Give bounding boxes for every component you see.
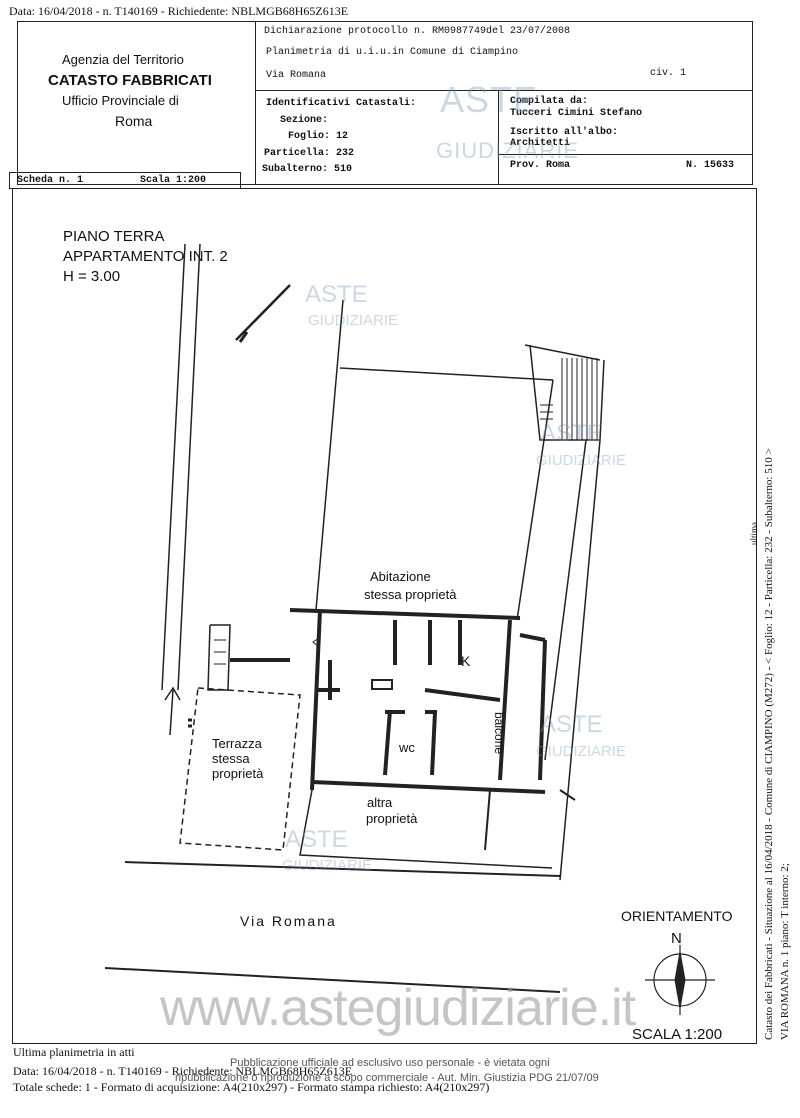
label-wc: wc bbox=[399, 740, 415, 755]
road-edge-lower bbox=[104, 967, 561, 993]
label-terrazza-proprieta: proprietà bbox=[212, 766, 264, 781]
plan-title-floor: PIANO TERRA bbox=[63, 228, 165, 245]
watermark-aste-1: ASTE bbox=[305, 281, 368, 308]
identifiers-sezione: Sezione: bbox=[280, 115, 329, 126]
left-stair bbox=[207, 624, 231, 691]
header-request-line: Data: 16/04/2018 - n. T140169 - Richiede… bbox=[9, 4, 349, 18]
compiler-prov: Prov. Roma bbox=[510, 160, 571, 171]
right-inner-wall bbox=[544, 439, 587, 761]
watermark-giudiziarie-1: GIUDIZIARIE bbox=[308, 312, 399, 329]
compiler-divider bbox=[498, 90, 499, 185]
agency-catasto: CATASTO FABBRICATI bbox=[48, 72, 212, 89]
footer-publication-line-1: Pubblicazione ufficiale ad esclusivo uso… bbox=[230, 1057, 550, 1069]
identifiers-particella: Particella: 232 bbox=[264, 148, 355, 159]
entrance-arrow bbox=[169, 689, 174, 736]
boundary-line-left bbox=[161, 243, 186, 691]
watermark-aste-2: ASTE bbox=[540, 420, 603, 447]
side-address-line: VIA ROMANA n. 1 piano: T interno: 2; bbox=[779, 863, 791, 1040]
compiler-name: Tucceri Cimini Stefano bbox=[510, 108, 643, 119]
compass-north-label: N bbox=[671, 930, 682, 947]
plan-height: H = 3.00 bbox=[63, 268, 121, 285]
stair-top bbox=[524, 344, 601, 361]
header-divider bbox=[255, 21, 256, 185]
declaration-civ: civ. 1 bbox=[650, 68, 687, 79]
footer-publication-line-2: ripubblicazione o riproduzione a scopo c… bbox=[175, 1072, 599, 1084]
declaration-protocol: Dichiarazione protocollo n. RM0987749del… bbox=[264, 26, 571, 37]
footer-ultima: Ultima planimetria in atti bbox=[13, 1045, 135, 1059]
right-boundary-wall bbox=[559, 439, 601, 881]
registered-label: Iscritto all'albo: bbox=[510, 127, 619, 138]
label-abitazione-owner: stessa proprietà bbox=[364, 587, 457, 602]
label-altra-proprieta: proprietà bbox=[366, 811, 418, 826]
declaration-divider bbox=[255, 90, 753, 91]
identifiers-subalterno: Subalterno: 510 bbox=[262, 164, 353, 175]
agency-name: Agenzia del Territorio bbox=[62, 52, 184, 67]
declaration-street: Via Romana bbox=[266, 70, 327, 81]
boundary-dash bbox=[235, 284, 291, 341]
watermark-aste-4: ASTE bbox=[285, 826, 348, 853]
declaration-planimetry: Planimetria di u.i.u.in Comune di Ciampi… bbox=[266, 47, 519, 58]
header-frame bbox=[17, 21, 753, 185]
terrazza-outline bbox=[179, 687, 301, 851]
registered-value: Architetti bbox=[510, 138, 571, 149]
agency-roma: Roma bbox=[115, 113, 153, 129]
entrance-arrow-head bbox=[164, 686, 181, 701]
building-wall-west bbox=[315, 299, 344, 611]
boundary-line-left-inner bbox=[177, 243, 201, 691]
label-via-romana: Via Romana bbox=[240, 913, 337, 929]
boundary-dash-end bbox=[238, 331, 249, 343]
kitchen-unit bbox=[371, 679, 393, 690]
agency-ufficio: Ufficio Provinciale di bbox=[62, 93, 179, 108]
label-terrazza-stessa: stessa bbox=[212, 751, 250, 766]
footer-totale: Totale schede: 1 - Formato di acquisizio… bbox=[13, 1080, 490, 1094]
identifiers-title: Identificativi Catastali: bbox=[266, 98, 417, 109]
drawing-frame bbox=[12, 188, 757, 1044]
road-edge-upper bbox=[124, 861, 561, 877]
apartment-walls bbox=[230, 608, 547, 794]
footer-request-line: Data: 16/04/2018 - n. T140169 - Richiede… bbox=[13, 1064, 353, 1078]
prov-divider bbox=[498, 154, 753, 155]
watermark-giudiziarie-3: GIUDIZIARIE bbox=[536, 743, 627, 760]
watermark-url: www.astegiudiziarie.it bbox=[160, 979, 636, 1037]
watermark-giudiziarie-4: GIUDIZIARIE bbox=[282, 857, 373, 874]
compiler-number: N. 15633 bbox=[686, 160, 735, 171]
watermark-giudiziarie-header: GIUDIZIARIE bbox=[436, 138, 580, 163]
watermark-aste-3: ASTE bbox=[540, 711, 603, 738]
plan-title-apartment: APPARTAMENTO INT. 2 bbox=[63, 248, 228, 265]
watermark-giudiziarie-2: GIUDIZIARIE bbox=[536, 452, 627, 469]
identifiers-foglio: Foglio: 12 bbox=[288, 131, 349, 142]
compiler-label: Compilata da: bbox=[510, 96, 589, 107]
door-symbol bbox=[312, 636, 320, 647]
watermark-aste-header: ASTE bbox=[440, 79, 539, 120]
scheda-scale: Scala 1:200 bbox=[140, 175, 207, 186]
side-catasto-line: Catasto dei Fabbricati - Situazione al 1… bbox=[763, 448, 775, 1040]
label-kitchen: K bbox=[461, 653, 471, 669]
label-terrazza: Terrazza bbox=[212, 736, 262, 751]
building-wall-north bbox=[339, 367, 554, 381]
side-page-mark: ultima bbox=[749, 522, 759, 545]
scheda-number: Scheda n. 1 bbox=[17, 175, 84, 186]
label-abitazione: Abitazione bbox=[370, 569, 431, 584]
label-orientamento: ORIENTAMENTO bbox=[621, 908, 733, 924]
stair-outline bbox=[529, 344, 605, 441]
building-wall-east bbox=[516, 379, 554, 621]
label-scala: SCALA 1:200 bbox=[632, 1026, 723, 1043]
altra-proprieta-outline bbox=[299, 789, 553, 869]
stair-steps bbox=[540, 358, 598, 440]
label-balcone: balcone bbox=[492, 712, 506, 755]
compass-needle bbox=[674, 951, 686, 1009]
label-altra: altra bbox=[367, 795, 393, 810]
